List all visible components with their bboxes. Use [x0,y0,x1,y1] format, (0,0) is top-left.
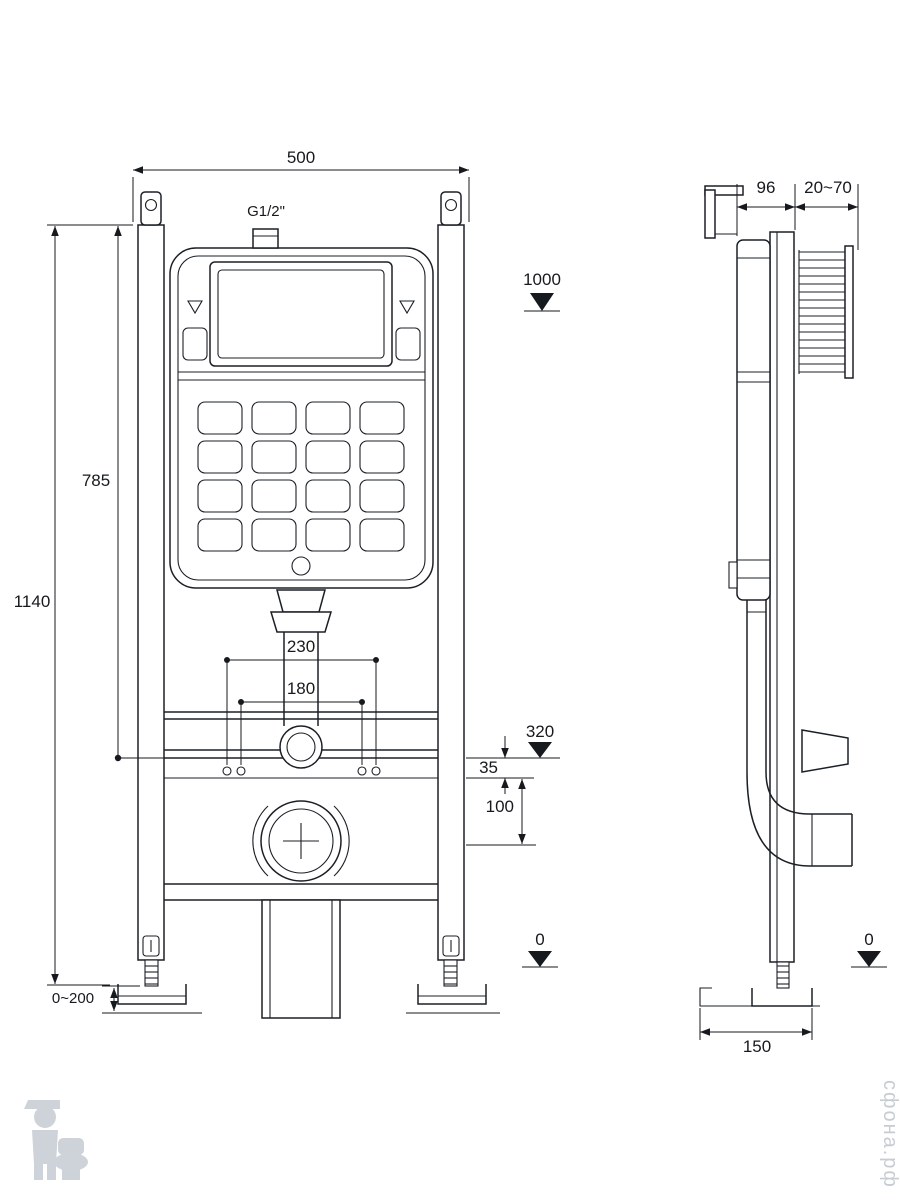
dim-foot-adjust: 0~200 [52,990,94,1007]
dim-level-anchor: 320 [526,722,554,741]
left-foot-rod [144,959,159,987]
water-level-mark-left [187,300,203,315]
floor-bracket [699,987,820,1007]
dim-wall-clearance: 20~70 [804,178,852,197]
supply-connector [801,729,849,773]
left-foot-base [117,984,187,1005]
left-post [137,224,165,961]
dim-depth-frame: 96 [757,178,776,197]
dim-stud-outer: 230 [287,637,315,656]
right-tab-hole [444,198,458,212]
water-inlet-fitting [252,228,279,249]
dim-height-total: 1140 [14,592,51,611]
flush-pipe [269,589,333,769]
right-foot-base [417,984,487,1005]
level-mark-0-side [857,951,881,967]
clip-right [395,327,421,361]
right-post [437,224,465,961]
left-mount-tab [140,191,162,226]
side-cistern [728,239,771,601]
adjustable-feet [117,959,487,1005]
dim-base-depth: 150 [743,1037,771,1056]
dim-offset-35: 35 [479,758,498,777]
front-view: 500 G1/2" 1140 785 1000 230 [14,148,561,1019]
flush-valve-port [291,556,311,576]
access-window [209,261,393,367]
wall-plate [844,245,854,379]
dim-level-floor-side: 0 [864,930,873,949]
left-tab-hole [144,198,158,212]
dim-stud-inner: 180 [287,679,315,698]
dim-offset-100: 100 [486,797,514,816]
side-foot-rod [776,961,790,989]
side-frame [769,231,795,963]
flush-button-bracket [704,185,744,239]
right-mount-tab [440,191,462,226]
clip-left [182,327,208,361]
level-mark-1000 [530,293,554,311]
side-view: 96 20~70 0 150 [699,178,887,1056]
dim-width: 500 [287,148,315,167]
anchor-holes [222,766,381,776]
clamp-left [252,805,269,877]
side-foot-base [751,988,813,1007]
level-mark-0-front [528,951,552,967]
side-elbow [746,600,853,867]
side-dimensions: 96 20~70 0 150 [699,178,887,1056]
clamp-right [333,805,350,877]
side-flush-valve [728,561,738,589]
flush-pipe-collar [279,725,323,769]
right-foot-rod [443,959,458,987]
front-dimensions: 500 G1/2" 1140 785 1000 230 [14,148,561,1014]
wall-spacer [798,245,854,379]
frame-posts [137,191,465,961]
watermark-site: сфона.рф [879,1080,900,1189]
level-mark-320 [528,742,552,758]
side-post [769,231,795,963]
cistern-rib-grid [197,401,405,552]
dim-level-floor-front: 0 [535,930,544,949]
dim-height-cistern: 785 [82,471,110,490]
waste-pipe [261,899,341,1019]
watermark-logo [24,1100,88,1180]
water-level-mark-right [399,300,415,315]
cistern [169,228,434,589]
dim-inlet-thread: G1/2" [247,203,285,220]
waste-outlet [252,800,350,1019]
side-foot [699,961,820,1007]
side-cistern-body [736,239,771,601]
dim-level-top: 1000 [523,270,561,289]
